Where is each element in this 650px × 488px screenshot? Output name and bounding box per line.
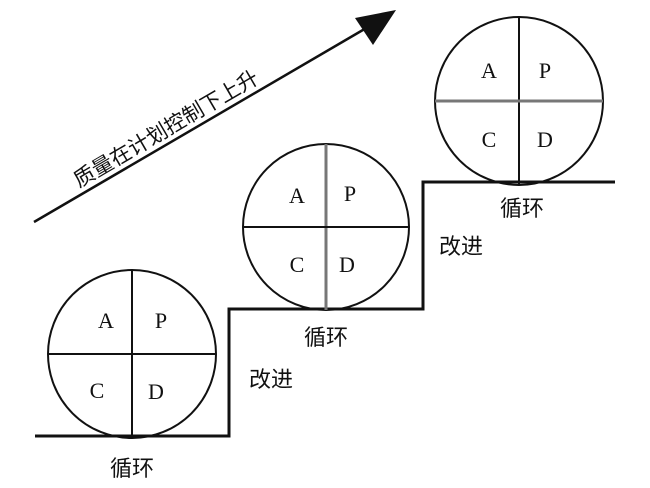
quadrant-check: C — [290, 252, 305, 277]
quadrant-act: A — [98, 308, 114, 333]
quadrant-plan: P — [344, 181, 356, 206]
quadrant-plan: P — [155, 308, 167, 333]
cycle-label: 循环 — [500, 197, 544, 222]
pdca-cycle-1: A P C D 循环 — [47, 269, 217, 482]
arrow-label: 质量在计划控制下上升 — [69, 66, 262, 193]
arrow-shaft — [33, 25, 369, 224]
cycle-label: 循环 — [304, 326, 348, 351]
quadrant-act: A — [289, 183, 305, 208]
quadrant-do: D — [339, 252, 355, 277]
pdca-cycle-3: A P C D 循环 — [434, 16, 604, 222]
improve-step-label: 改进 — [249, 368, 293, 393]
improve-step-label: 改进 — [439, 235, 483, 260]
pdca-cycle-2: A P C D 循环 — [242, 143, 410, 351]
quadrant-check: C — [90, 378, 105, 403]
arrowhead-icon — [355, 10, 396, 45]
quadrant-act: A — [481, 58, 497, 83]
quadrant-plan: P — [539, 58, 551, 83]
quadrant-do: D — [537, 127, 553, 152]
quality-rise-arrow: 质量在计划控制下上升 — [33, 10, 396, 224]
quadrant-check: C — [482, 127, 497, 152]
quadrant-do: D — [148, 379, 164, 404]
cycle-label: 循环 — [110, 457, 154, 482]
